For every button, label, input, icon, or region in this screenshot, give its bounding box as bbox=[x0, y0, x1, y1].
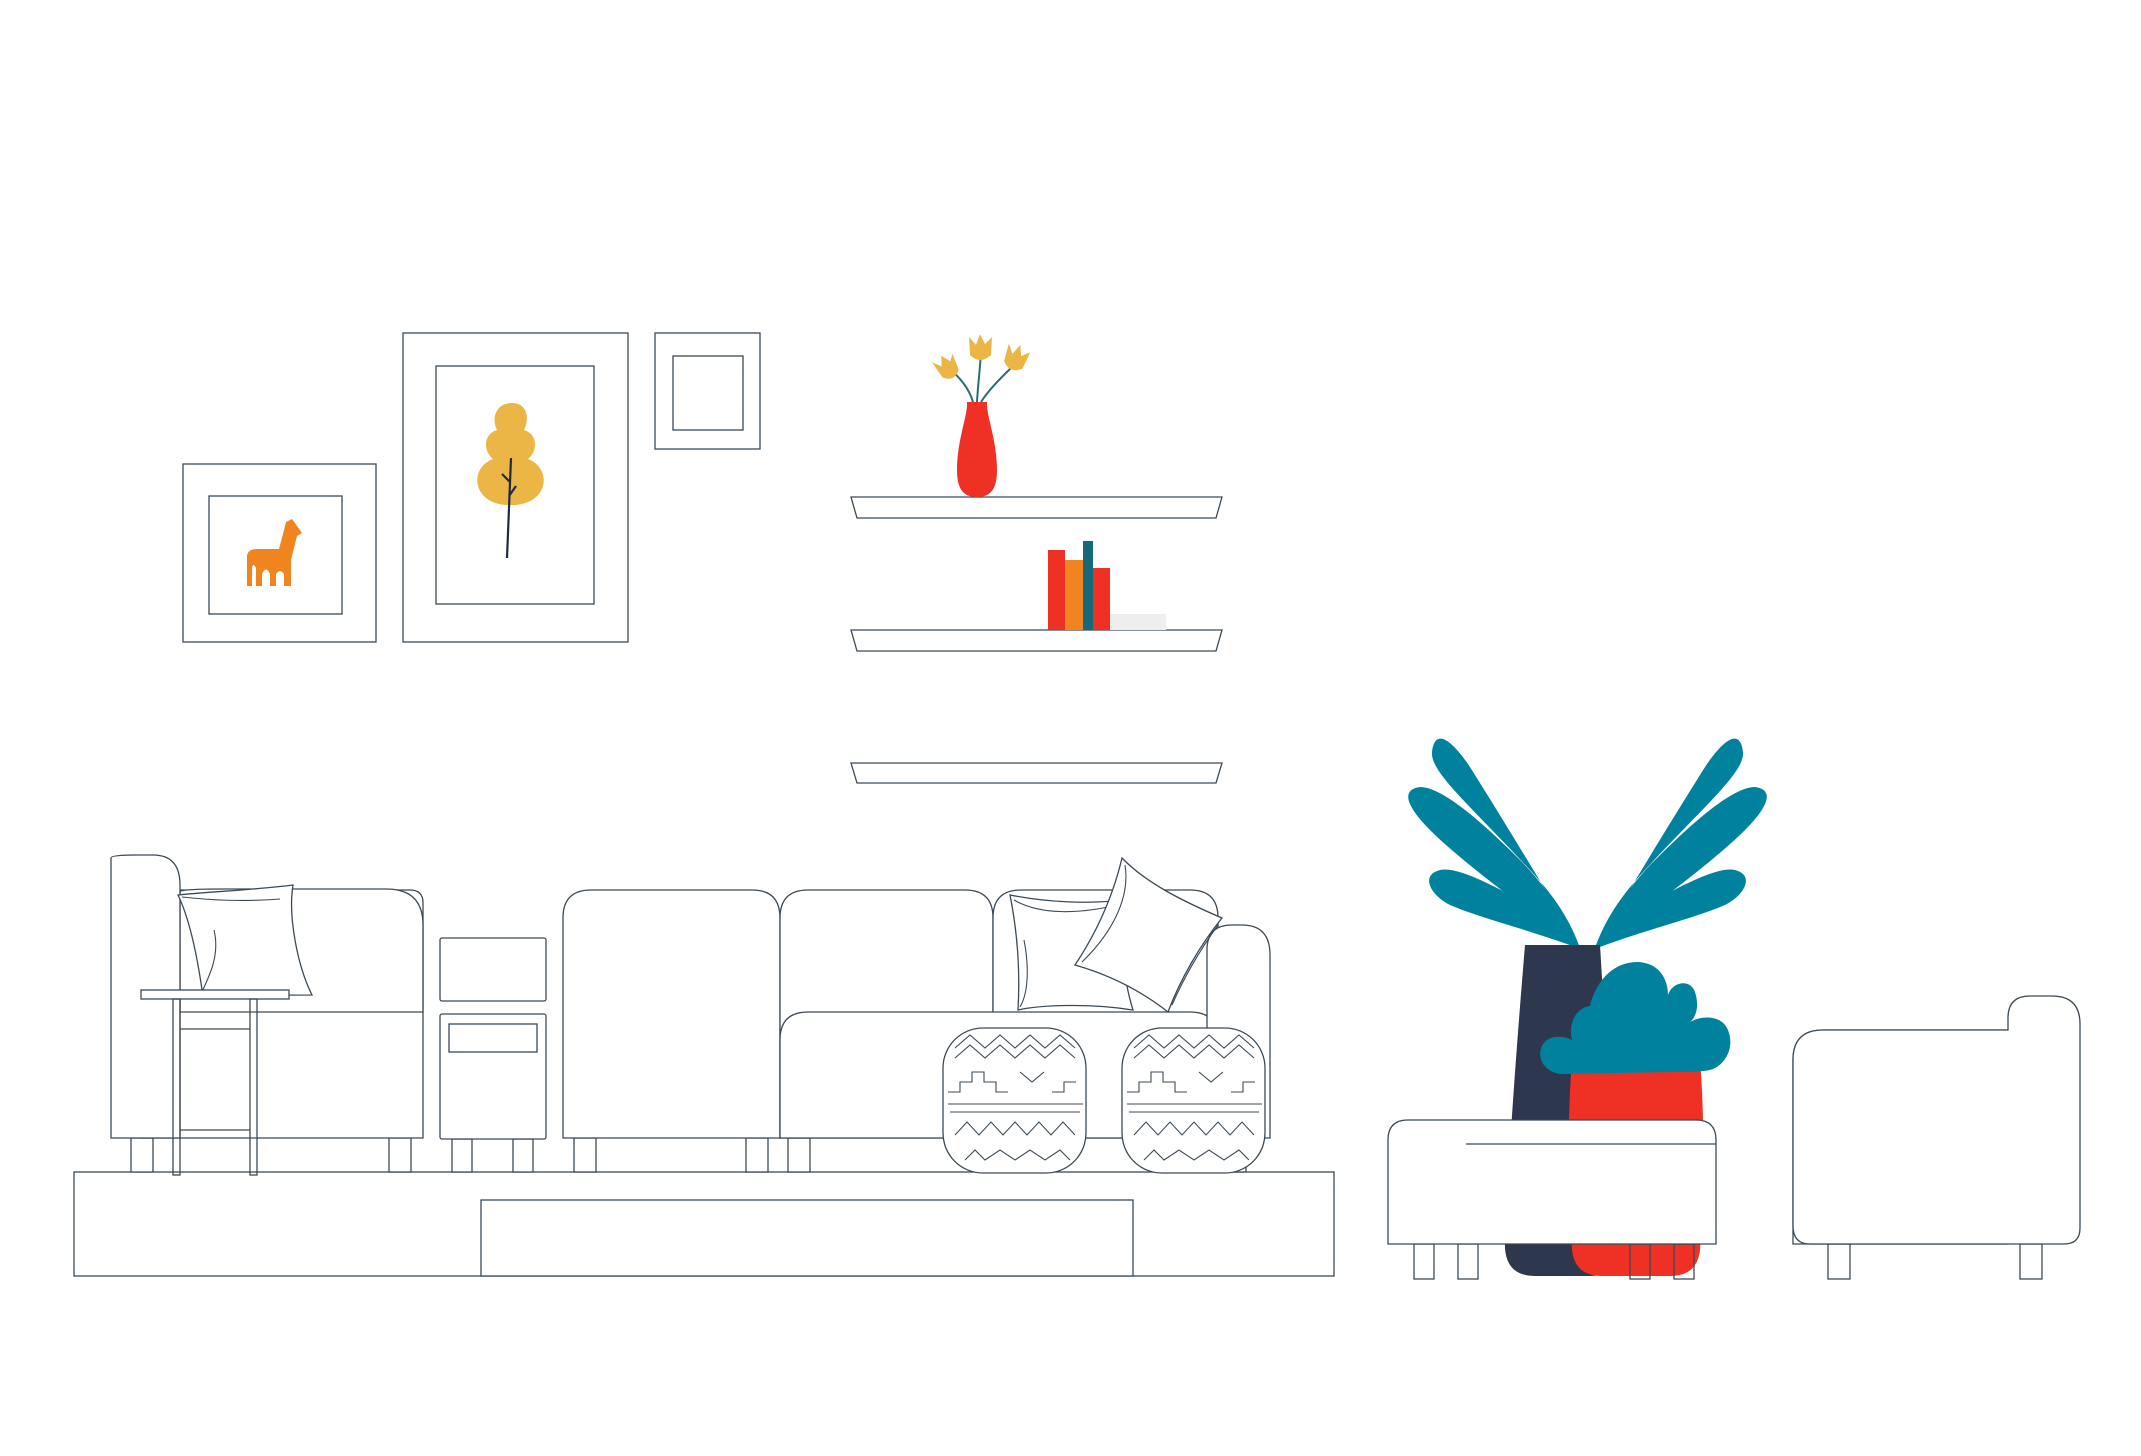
tree-trunk bbox=[501, 457, 517, 559]
picture-frame-small-empty bbox=[654, 332, 761, 450]
palm-leaves-icon bbox=[1408, 738, 1767, 948]
sofa-back-left bbox=[562, 889, 781, 1139]
armchair-right-legs bbox=[1827, 1243, 2043, 1280]
tulip-icons bbox=[932, 334, 1031, 379]
book-red bbox=[1048, 550, 1065, 630]
ottoman bbox=[1387, 1119, 1717, 1280]
vase-with-tulips bbox=[932, 334, 1031, 497]
armchair-left bbox=[110, 854, 424, 1173]
pouf-left bbox=[942, 1027, 1087, 1174]
picture-frame-tree bbox=[402, 332, 629, 643]
book-orange bbox=[1065, 560, 1083, 630]
armchair-right bbox=[1792, 995, 2081, 1280]
wall-shelf-bottom bbox=[850, 762, 1223, 784]
pouf-right bbox=[1121, 1027, 1266, 1174]
book-white-flat bbox=[1110, 614, 1166, 630]
sofa-pillow-front bbox=[1073, 856, 1224, 1014]
side-table bbox=[140, 989, 290, 1176]
book-teal bbox=[1083, 541, 1093, 630]
tree-icon bbox=[477, 403, 544, 505]
tv-stand-platform bbox=[73, 1171, 1335, 1277]
book-stack bbox=[1048, 541, 1166, 630]
wall-shelf-top bbox=[850, 496, 1223, 519]
nightstand bbox=[439, 937, 547, 1173]
giraffe-icon bbox=[247, 519, 302, 586]
vase-icon bbox=[957, 402, 997, 497]
book-red-small bbox=[1093, 568, 1110, 630]
patterned-poufs bbox=[942, 1027, 1266, 1174]
wall-shelf-middle bbox=[850, 629, 1223, 652]
picture-frame-giraffe bbox=[182, 463, 377, 643]
armchair-left-legs bbox=[130, 1137, 412, 1173]
small-plant-leaves-icon bbox=[1540, 962, 1731, 1074]
